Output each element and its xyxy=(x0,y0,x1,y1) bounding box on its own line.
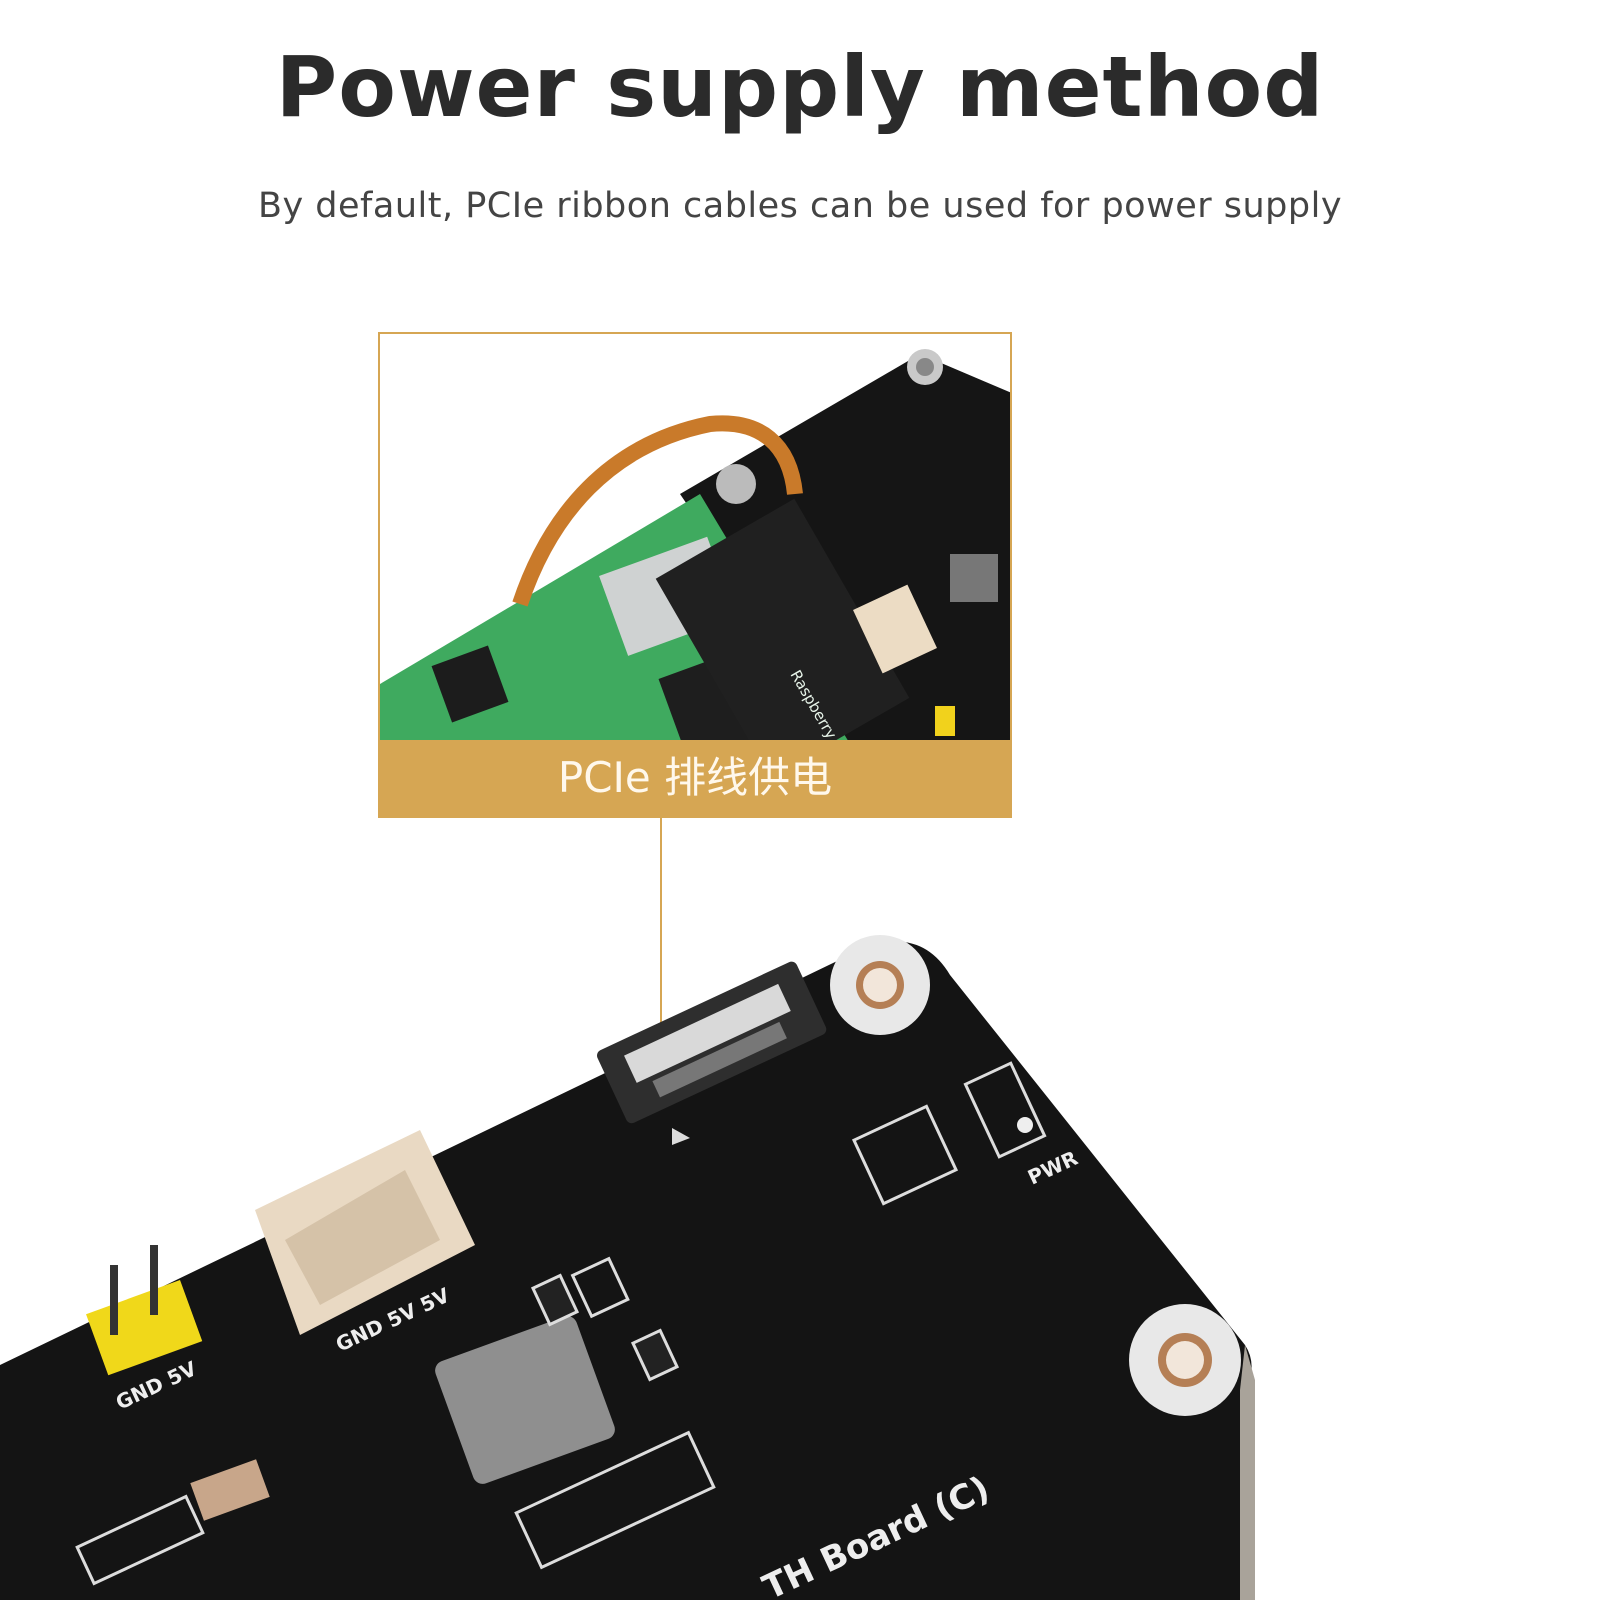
callout-label: PCIe 排线供电 xyxy=(380,740,1010,816)
gpio-header-pins xyxy=(655,498,910,778)
mounting-hole-top xyxy=(830,935,930,1035)
fpc-connector xyxy=(597,961,827,1124)
crystal xyxy=(190,1459,270,1521)
ribbon-cable-photo: Raspberry Pi 5 xyxy=(380,334,1010,816)
white-power-connector xyxy=(255,1130,475,1335)
page-title: Power supply method xyxy=(275,38,1325,136)
pcie-ribbon-cable xyxy=(512,415,803,607)
pcb xyxy=(0,941,1252,1600)
yellow-pin-header xyxy=(86,1245,203,1376)
page-subtitle: By default, PCIe ribbon cables can be us… xyxy=(257,186,1343,226)
mounting-hole-bottom xyxy=(1129,1304,1241,1416)
pwr-led xyxy=(1017,1117,1033,1133)
callout-photo-pcie-ribbon: Raspberry Pi 5 PCIe 排线供电 xyxy=(378,332,1012,818)
inductor xyxy=(435,1316,615,1484)
callout-leader-line xyxy=(660,818,662,1033)
